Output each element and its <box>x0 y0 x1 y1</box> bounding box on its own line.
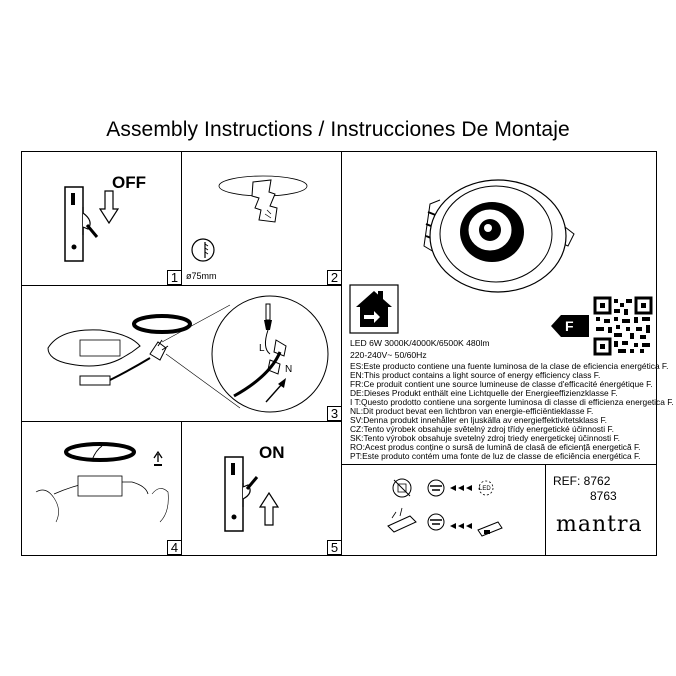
hole-saw-icon <box>191 238 215 262</box>
energy-line-cz: CZ:Tento výrobek obsahuje světelný zdroj… <box>350 424 614 434</box>
ref-label-2: 8763 <box>590 489 617 503</box>
energy-line-es: ES:Este producto contiene una fuente lum… <box>350 361 669 371</box>
energy-class-label: F <box>565 318 574 334</box>
energy-class-arrow <box>551 315 589 337</box>
diameter-label: ø75mm <box>186 271 217 281</box>
step-number-1: 1 <box>167 270 182 285</box>
step-number-2: 2 <box>327 270 342 285</box>
energy-line-nl: NL:Dit product bevat een lichtbron van e… <box>350 406 594 416</box>
qr-code-icon <box>593 296 653 356</box>
spec-line-2: 220-240V~ 50/60Hz <box>350 350 427 360</box>
recycling-instructions-icon <box>387 478 503 537</box>
step-number-5: 5 <box>327 540 342 555</box>
wiring-diagram <box>47 295 329 413</box>
off-label: OFF <box>112 173 146 192</box>
install-fitting-icon <box>35 442 169 523</box>
ceiling-cutout-icon <box>218 175 308 223</box>
brand-logo: mantra <box>556 512 643 537</box>
energy-line-pt: PT:Este produto contém uma fonte de luz … <box>350 451 641 461</box>
on-label: ON <box>259 443 285 462</box>
energy-line-de: DE:Dieses Produkt enthält eine Lichtquel… <box>350 388 618 398</box>
led-label: LED <box>479 486 491 492</box>
ref-label: REF: 8762 <box>553 474 611 488</box>
live-label: L <box>259 343 265 354</box>
neutral-label: N <box>285 364 293 375</box>
energy-line-sk: SK:Tento výrobok obsahuje svetelný zdroj… <box>350 433 621 443</box>
indoor-house-icon <box>349 284 399 334</box>
energy-line-sv: SV:Denna produkt innehåller en ljuskälla… <box>350 415 607 425</box>
panel-ref <box>545 464 657 556</box>
page-title: Assembly Instructions / Instrucciones De… <box>106 118 570 141</box>
energy-line-en: EN:This product contains a light source … <box>350 370 601 380</box>
spec-line-1: LED 6W 3000K/4000K/6500K 480lm <box>350 338 490 348</box>
power-switch-off-icon <box>64 186 120 262</box>
power-switch-on-icon <box>224 456 280 532</box>
energy-line-ro: RO:Acest produs conține o sursă de lumin… <box>350 442 641 452</box>
energy-line-fr: FR:Ce produit contient une source lumine… <box>350 379 653 389</box>
downlight-product-image <box>423 179 575 293</box>
step-number-4: 4 <box>167 540 182 555</box>
step-number-3: 3 <box>327 406 342 421</box>
energy-line-it: I T:Questo prodotto contiene una sorgent… <box>350 397 674 407</box>
